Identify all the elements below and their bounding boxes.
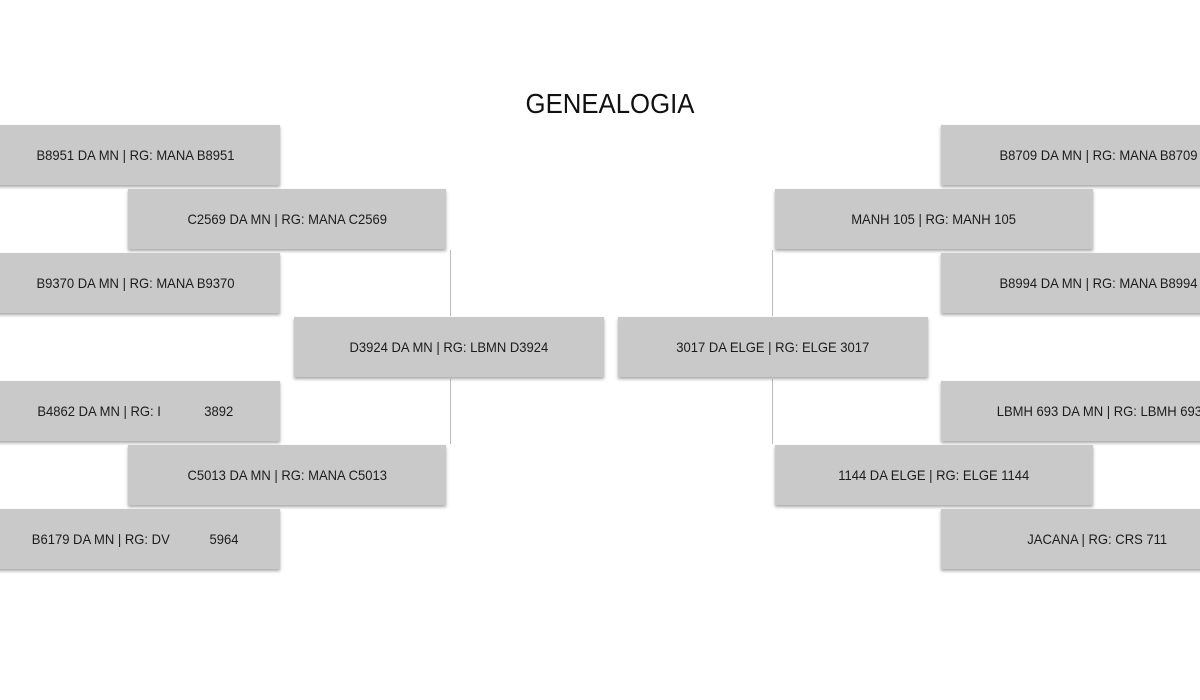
node-label: B9370 DA MN | RG: MANA B9370 xyxy=(35,275,235,291)
connector-line-left-upper xyxy=(450,250,451,316)
node-label: MANH 105 | RG: MANH 105 xyxy=(851,211,1017,227)
sire-great-grandparent-3: B4862 DA MN | RG: I 3892 xyxy=(0,381,280,441)
node-label: C2569 DA MN | RG: MANA C2569 xyxy=(187,211,387,227)
node-label: B8951 DA MN | RG: MANA B8951 xyxy=(35,147,235,163)
node-label: 3017 DA ELGE | RG: ELGE 3017 xyxy=(676,339,870,355)
dam-parent: 3017 DA ELGE | RG: ELGE 3017 xyxy=(618,317,928,377)
node-label: LBMH 693 DA MN | RG: LBMH 693 xyxy=(996,403,1200,419)
dam-great-grandparent-4: JACANA | RG: CRS 711 xyxy=(941,509,1200,569)
connector-line-right-lower xyxy=(772,379,773,444)
sire-grandparent-2: C5013 DA MN | RG: MANA C5013 xyxy=(128,445,446,505)
page-title: GENEALOGIA xyxy=(525,88,695,119)
sire-parent: D3924 DA MN | RG: LBMN D3924 xyxy=(294,317,604,377)
node-label: 1144 DA ELGE | RG: ELGE 1144 xyxy=(838,467,1030,483)
node-label: C5013 DA MN | RG: MANA C5013 xyxy=(187,467,387,483)
node-label: B6179 DA MN | RG: DV 5964 xyxy=(31,531,239,547)
node-label: D3924 DA MN | RG: LBMN D3924 xyxy=(349,339,549,355)
connector-line-left-lower xyxy=(450,379,451,444)
dam-great-grandparent-3: LBMH 693 DA MN | RG: LBMH 693 xyxy=(941,381,1200,441)
sire-grandparent-1: C2569 DA MN | RG: MANA C2569 xyxy=(128,189,446,249)
dam-grandparent-1: MANH 105 | RG: MANH 105 xyxy=(775,189,1093,249)
sire-great-grandparent-4: B6179 DA MN | RG: DV 5964 xyxy=(0,509,280,569)
node-label: B8709 DA MN | RG: MANA B8709 xyxy=(999,147,1198,163)
dam-grandparent-2: 1144 DA ELGE | RG: ELGE 1144 xyxy=(775,445,1093,505)
dam-great-grandparent-2: B8994 DA MN | RG: MANA B8994 xyxy=(941,253,1200,313)
connector-line-right-upper xyxy=(772,250,773,316)
sire-great-grandparent-2: B9370 DA MN | RG: MANA B9370 xyxy=(0,253,280,313)
node-label: B8994 DA MN | RG: MANA B8994 xyxy=(999,275,1198,291)
node-label: B4862 DA MN | RG: I 3892 xyxy=(37,403,233,419)
node-label: JACANA | RG: CRS 711 xyxy=(1027,531,1168,547)
dam-great-grandparent-1: B8709 DA MN | RG: MANA B8709 xyxy=(941,125,1200,185)
sire-great-grandparent-1: B8951 DA MN | RG: MANA B8951 xyxy=(0,125,280,185)
